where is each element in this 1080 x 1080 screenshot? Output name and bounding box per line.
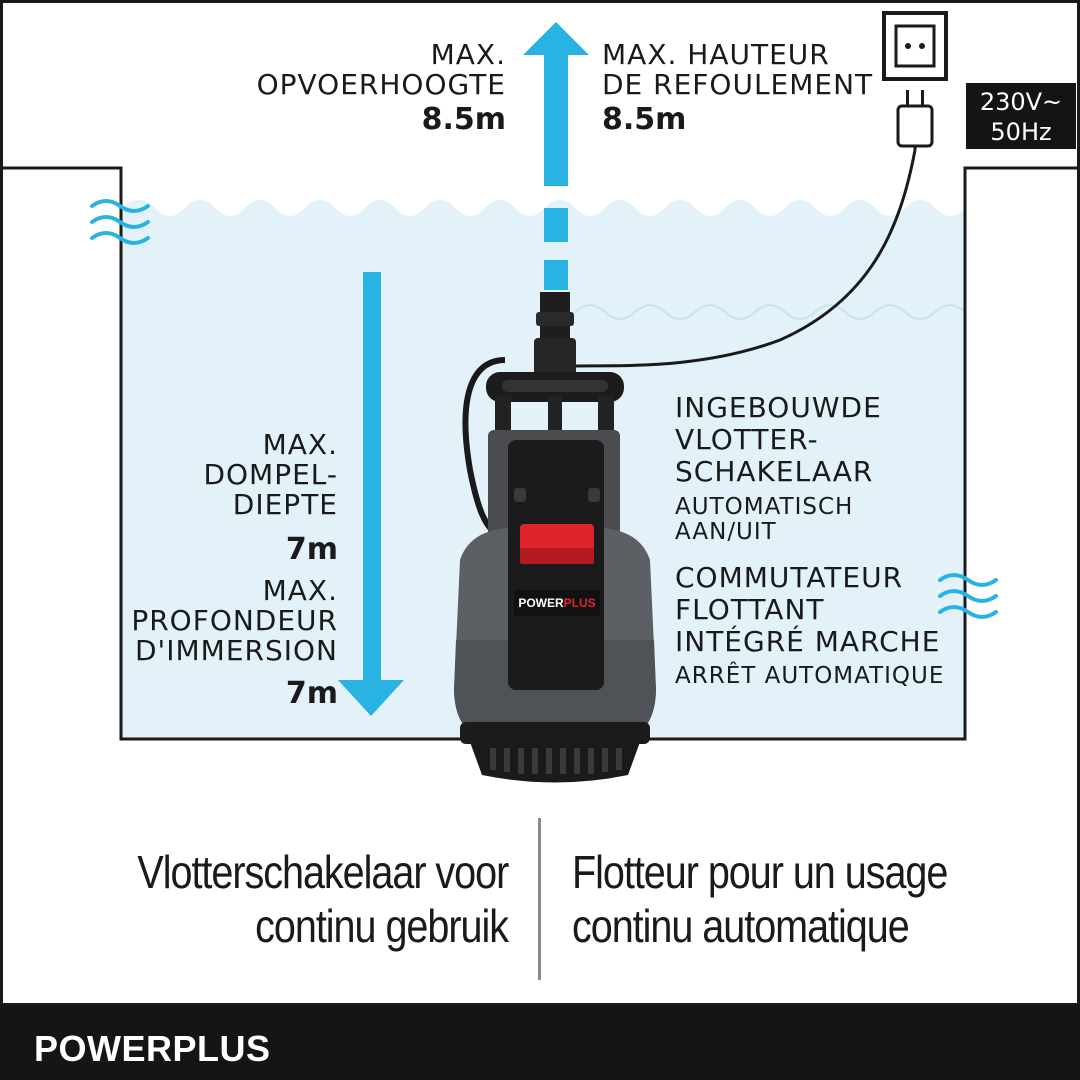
up-arrow-icon: [523, 22, 589, 290]
depth-nl-value: 7m: [285, 532, 338, 567]
wave-icon: [90, 199, 150, 245]
wave-icon-right: [938, 573, 998, 619]
float-nl-line3: SCHAKELAAR: [675, 455, 874, 488]
pump-brand-a: POWER: [518, 596, 564, 610]
float-nl-line1: INGEBOUWDE: [675, 391, 882, 424]
depth-fr-line3: D'IMMERSION: [135, 634, 338, 667]
caption-nl-line2: continu gebruik: [255, 900, 509, 952]
voltage-line1: 230V~: [979, 88, 1063, 116]
caption-fr-line1: Flotteur pour un usage: [572, 846, 948, 898]
depth-nl-line3: DIEPTE: [232, 488, 338, 521]
pump-cable: [462, 357, 506, 533]
head-fr-line2: DE REFOULEMENT: [602, 68, 874, 101]
power-socket-icon: [882, 11, 948, 81]
depth-fr-line1: MAX.: [262, 574, 338, 607]
depth-fr-line2: PROFONDEUR: [131, 604, 338, 637]
down-arrow-icon: [338, 272, 404, 716]
pump-illustration: [454, 292, 656, 783]
float-fr-line3: INTÉGRÉ MARCHE: [675, 625, 941, 658]
frame: [0, 0, 1080, 1006]
float-fr-line2: FLOTTANT: [675, 593, 825, 626]
float-fr-line1: COMMUTATEUR: [675, 561, 904, 594]
caption-divider: [538, 818, 541, 980]
voltage-badge: 230V~ 50Hz: [966, 83, 1076, 149]
depth-nl-line2: DOMPEL-: [203, 458, 338, 491]
power-cable: [567, 149, 917, 368]
head-nl-value: 8.5m: [421, 102, 506, 137]
brand-logo: POWERPLUS: [34, 1028, 271, 1069]
float-nl-sub1: AUTOMATISCH: [675, 494, 854, 520]
depth-nl-line1: MAX.: [262, 428, 338, 461]
pump-brand-label: POWERPLUS: [514, 590, 600, 616]
footer-bar: POWERPLUS: [0, 1005, 1080, 1080]
head-fr-value: 8.5m: [602, 102, 687, 137]
float-nl-line2: VLOTTER-: [675, 423, 819, 456]
caption-fr-line2: continu automatique: [572, 900, 910, 952]
head-fr-line1: MAX. HAUTEUR: [602, 38, 830, 71]
float-fr-sub: ARRÊT AUTOMATIQUE: [675, 663, 945, 689]
head-nl-line2: OPVOERHOOGTE: [256, 68, 506, 101]
water-surface: [121, 192, 965, 216]
inner-wave-line: [574, 304, 966, 320]
depth-fr-value: 7m: [285, 676, 338, 711]
pump-brand-b: PLUS: [563, 596, 596, 610]
voltage-line2: 50Hz: [990, 118, 1052, 146]
caption-nl-line1: Vlotterschakelaar voor: [137, 846, 509, 898]
head-nl-line1: MAX.: [430, 38, 506, 71]
plug-icon: [896, 90, 934, 150]
float-nl-sub2: AAN/UIT: [675, 519, 777, 545]
